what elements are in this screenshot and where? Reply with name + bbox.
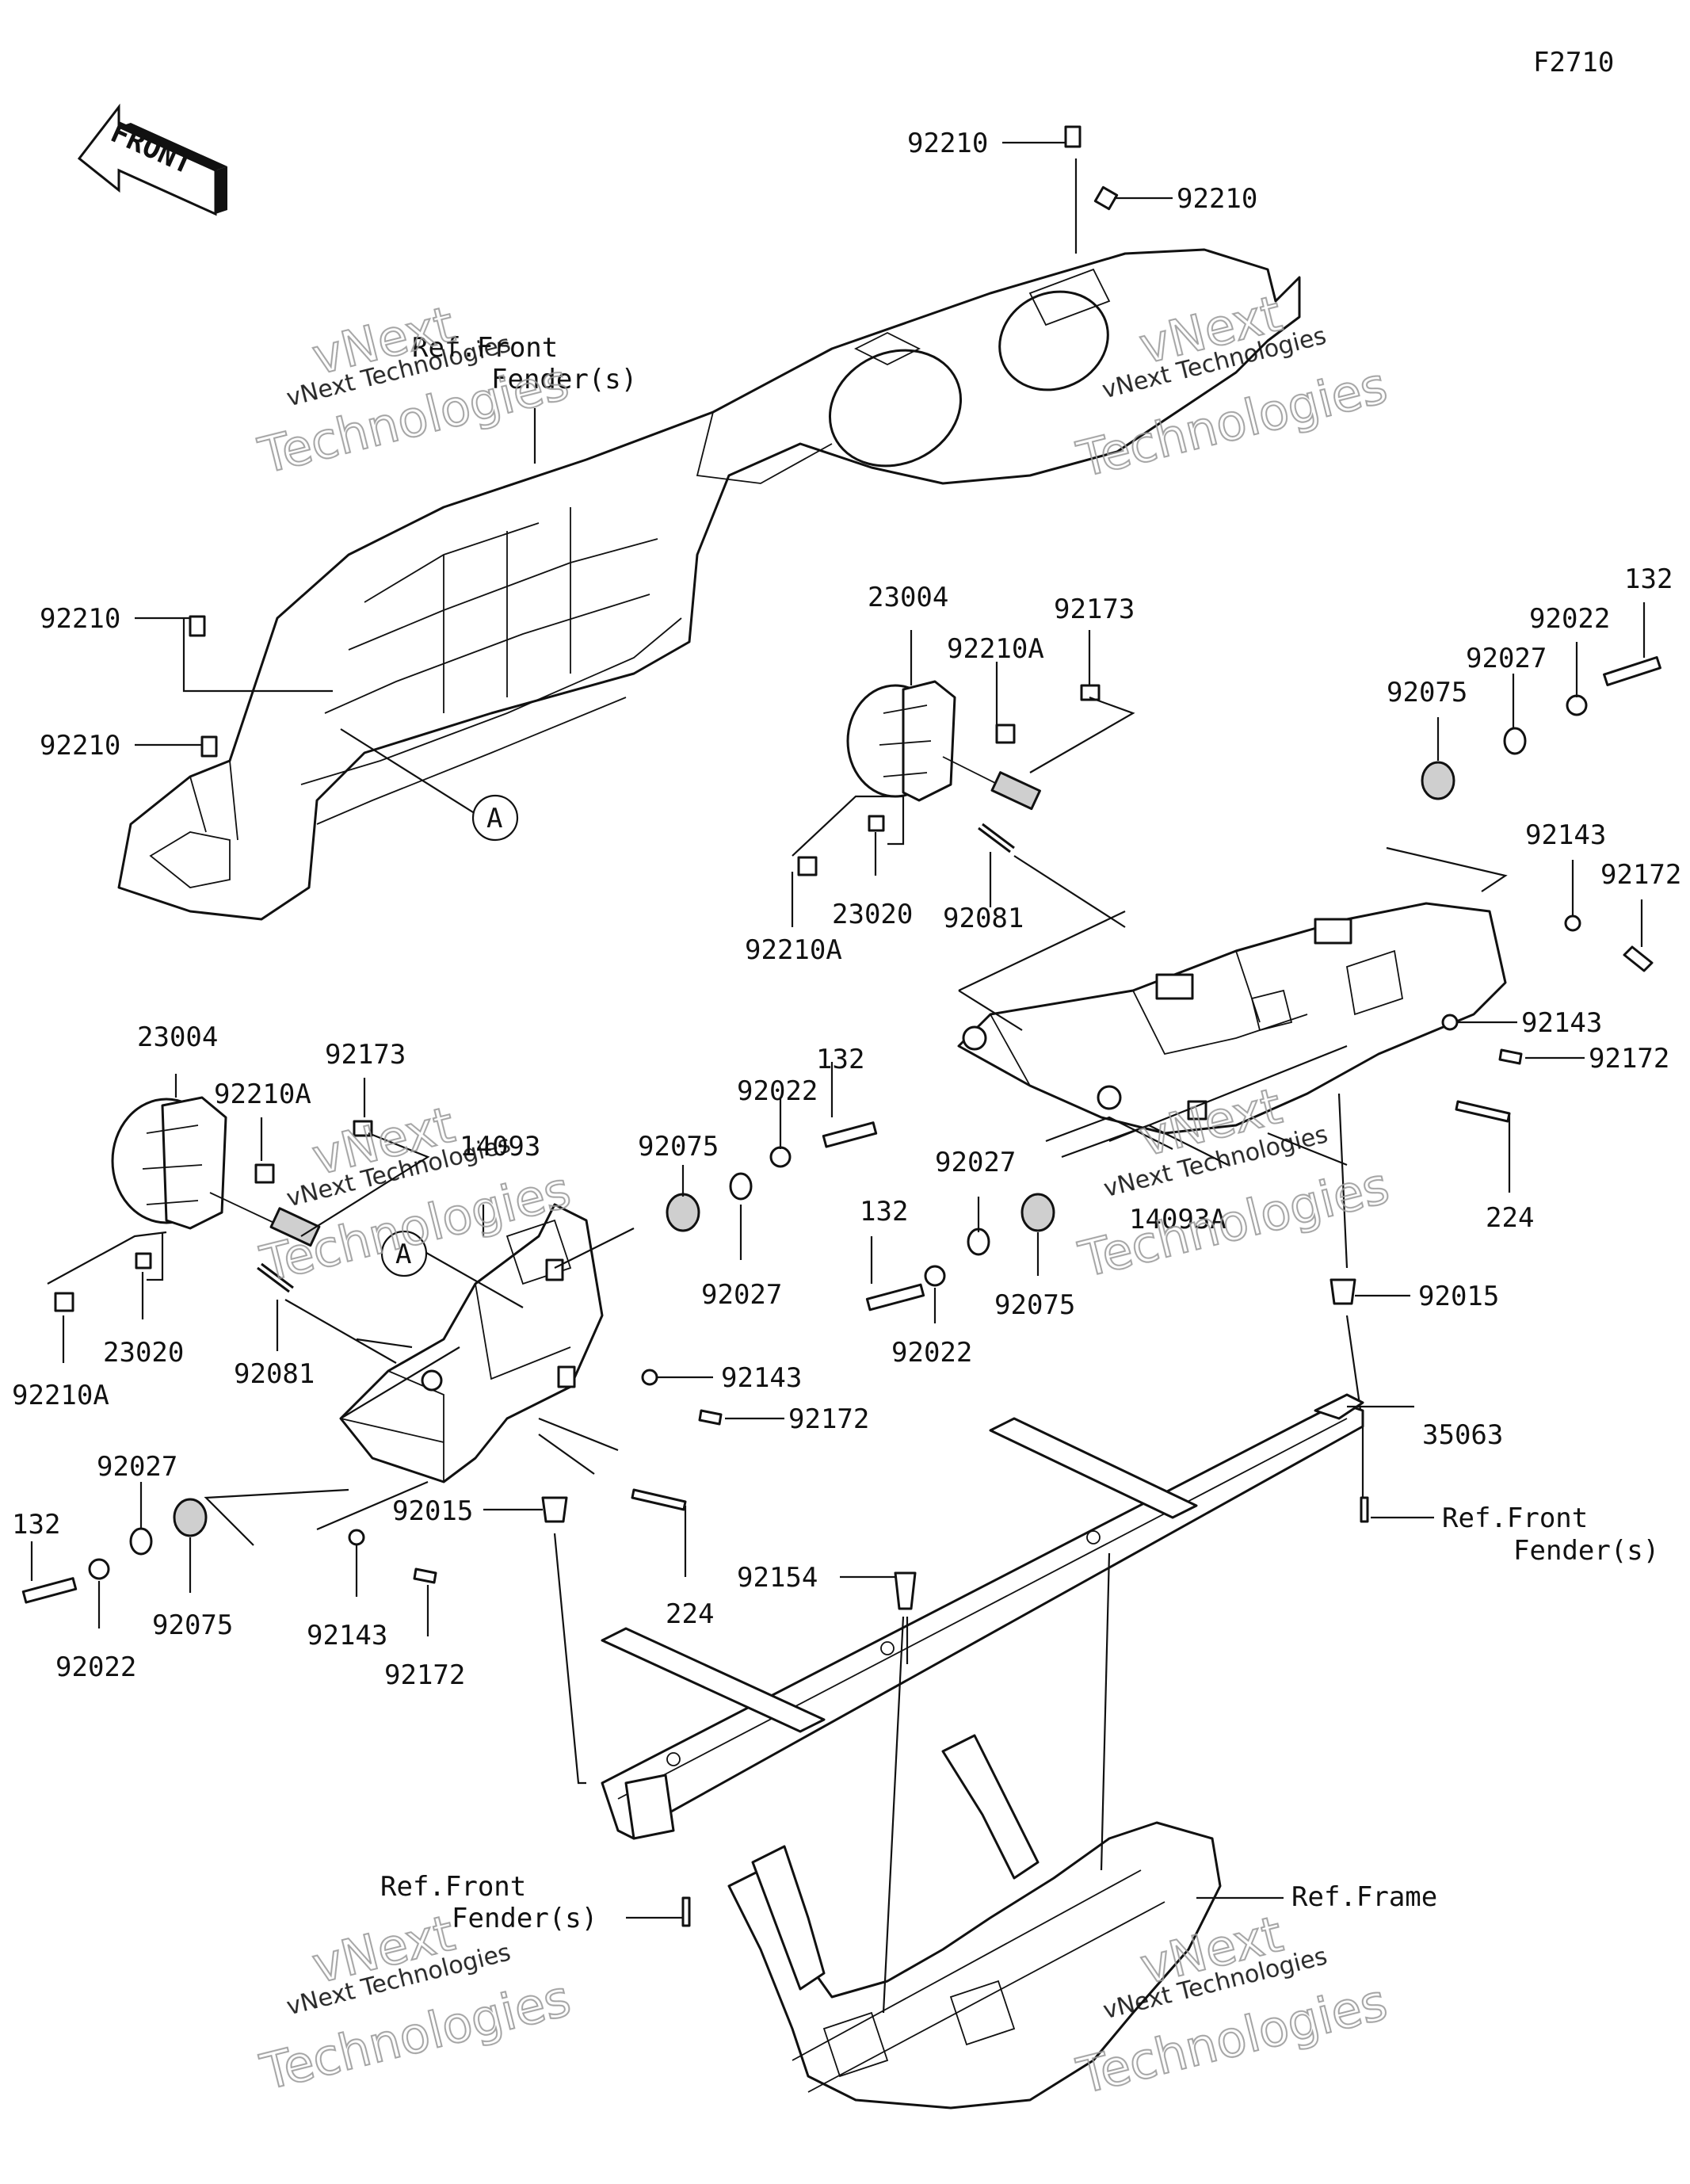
label-92143-right: 92143 bbox=[1525, 819, 1606, 851]
screw-92172-lower-left bbox=[413, 1567, 437, 1584]
label-ref-front-3: Ref.Front bbox=[380, 1871, 526, 1903]
fastener-stack-left-upper bbox=[666, 1121, 878, 1232]
label-92027-right: 92027 bbox=[1466, 643, 1547, 674]
label-92172-left: 92172 bbox=[788, 1403, 869, 1435]
label-92210A-right: 92210A bbox=[947, 633, 1044, 665]
label-92027-lower-left: 92027 bbox=[97, 1451, 177, 1483]
label-224-left: 224 bbox=[666, 1598, 714, 1630]
washer-92143-right bbox=[1441, 1014, 1459, 1031]
label-23020-left: 23020 bbox=[103, 1337, 184, 1369]
label-23004-left: 23004 bbox=[137, 1021, 218, 1053]
label-92172-right: 92172 bbox=[1600, 859, 1681, 891]
nut-23020-right bbox=[868, 815, 885, 832]
nut-23020-left bbox=[135, 1252, 152, 1270]
spring-92081-left bbox=[257, 1262, 294, 1293]
label-92022-right: 92022 bbox=[1529, 603, 1610, 635]
front-arrow-icon: FRONT bbox=[77, 103, 227, 216]
label-92172-lower-left: 92172 bbox=[384, 1659, 465, 1691]
clip-92210-c bbox=[189, 615, 206, 637]
label-92022-center: 92022 bbox=[891, 1337, 972, 1369]
spring-92081-right bbox=[978, 823, 1015, 853]
label-92022-left: 92022 bbox=[737, 1075, 818, 1107]
screw-92172-right bbox=[1498, 1048, 1523, 1065]
clip-92210A-lower-left bbox=[54, 1292, 74, 1312]
label-23004-right: 23004 bbox=[868, 582, 948, 613]
label-132-right: 132 bbox=[1624, 563, 1673, 595]
headlight-left bbox=[54, 1096, 373, 1312]
clip-92210-a bbox=[1064, 125, 1082, 148]
bracket-14093 bbox=[339, 1203, 604, 1483]
fastener-stack-right-lower bbox=[865, 1193, 1055, 1312]
label-92210A-left: 92210A bbox=[214, 1079, 311, 1110]
label-92172-right-2: 92172 bbox=[1589, 1043, 1669, 1075]
screw-92172-left bbox=[698, 1409, 723, 1426]
label-fenders-1: Fender(s) bbox=[491, 364, 637, 395]
clip-92210A-right bbox=[995, 724, 1016, 744]
fender-cowl bbox=[117, 248, 1301, 921]
label-92210-4: 92210 bbox=[40, 730, 120, 762]
label-92075-right: 92075 bbox=[1387, 677, 1467, 708]
label-92210A-lower-right: 92210A bbox=[745, 934, 842, 966]
washer-92143-left bbox=[641, 1369, 658, 1386]
bolt-92154 bbox=[894, 1571, 917, 1610]
label-92015-left: 92015 bbox=[392, 1495, 473, 1527]
bracket-14093a bbox=[957, 902, 1507, 1135]
bolt-224-right bbox=[1455, 1100, 1511, 1123]
reference-mark-a-top-label: A bbox=[486, 803, 502, 834]
label-92143-right-2: 92143 bbox=[1521, 1007, 1602, 1039]
clip-92210-b bbox=[1093, 185, 1119, 211]
grommet-92015-left bbox=[541, 1496, 568, 1523]
label-92210-1: 92210 bbox=[907, 128, 988, 159]
bolt-224-left bbox=[631, 1488, 687, 1511]
label-ref-frame: Ref.Frame bbox=[1291, 1881, 1437, 1913]
label-92173-right: 92173 bbox=[1054, 594, 1135, 625]
label-92081-left: 92081 bbox=[234, 1358, 315, 1390]
label-92154: 92154 bbox=[737, 1562, 818, 1594]
clip-92210A-lower-right bbox=[797, 856, 818, 876]
grommet-92015-right bbox=[1329, 1278, 1356, 1305]
label-92075-center: 92075 bbox=[994, 1289, 1075, 1321]
label-224-right: 224 bbox=[1486, 1202, 1534, 1234]
clip-92210A-left bbox=[254, 1163, 275, 1184]
frame-crossmember-35063 bbox=[601, 1393, 1364, 1840]
reference-mark-a-left bbox=[380, 1230, 428, 1277]
label-132-center: 132 bbox=[860, 1196, 908, 1228]
label-92081-right: 92081 bbox=[943, 903, 1024, 934]
figure-code: F2710 bbox=[1533, 47, 1614, 78]
label-14093A: 14093A bbox=[1129, 1204, 1226, 1235]
label-14093: 14093 bbox=[460, 1131, 540, 1163]
fastener-stack-left-lower bbox=[21, 1498, 208, 1604]
label-23020-right: 23020 bbox=[832, 899, 913, 930]
label-35063: 35063 bbox=[1422, 1419, 1503, 1451]
lower-frame bbox=[727, 1734, 1222, 2110]
label-92143-lower-left: 92143 bbox=[307, 1620, 387, 1651]
label-fenders-2: Fender(s) bbox=[1513, 1535, 1659, 1567]
label-92015-right: 92015 bbox=[1418, 1281, 1499, 1312]
label-92075-left: 92075 bbox=[638, 1131, 719, 1163]
reference-mark-a-top bbox=[471, 794, 519, 842]
reference-mark-a-left-label: A bbox=[395, 1239, 411, 1270]
label-ref-front-1: Ref.Front bbox=[412, 332, 558, 364]
label-132-lower-left: 132 bbox=[12, 1509, 60, 1541]
label-fenders-3: Fender(s) bbox=[452, 1903, 597, 1934]
label-92075-lower-left: 92075 bbox=[152, 1609, 233, 1641]
clip-92173-left bbox=[353, 1120, 373, 1137]
label-92210A-lower-left: 92210A bbox=[12, 1380, 109, 1411]
label-92027-center: 92027 bbox=[935, 1147, 1016, 1178]
label-92143-left: 92143 bbox=[721, 1362, 802, 1394]
label-92022-lower-left: 92022 bbox=[55, 1651, 136, 1683]
label-92173-left: 92173 bbox=[325, 1039, 406, 1071]
label-132-left: 132 bbox=[816, 1044, 864, 1075]
label-92210-2: 92210 bbox=[1177, 183, 1257, 215]
label-92027-left: 92027 bbox=[701, 1279, 782, 1311]
clip-92210-d bbox=[200, 735, 218, 758]
label-ref-front-2: Ref.Front bbox=[1442, 1502, 1588, 1534]
label-92210-3: 92210 bbox=[40, 603, 120, 635]
headlight-right bbox=[797, 680, 1101, 876]
washer-92143-lower-left bbox=[348, 1529, 365, 1546]
